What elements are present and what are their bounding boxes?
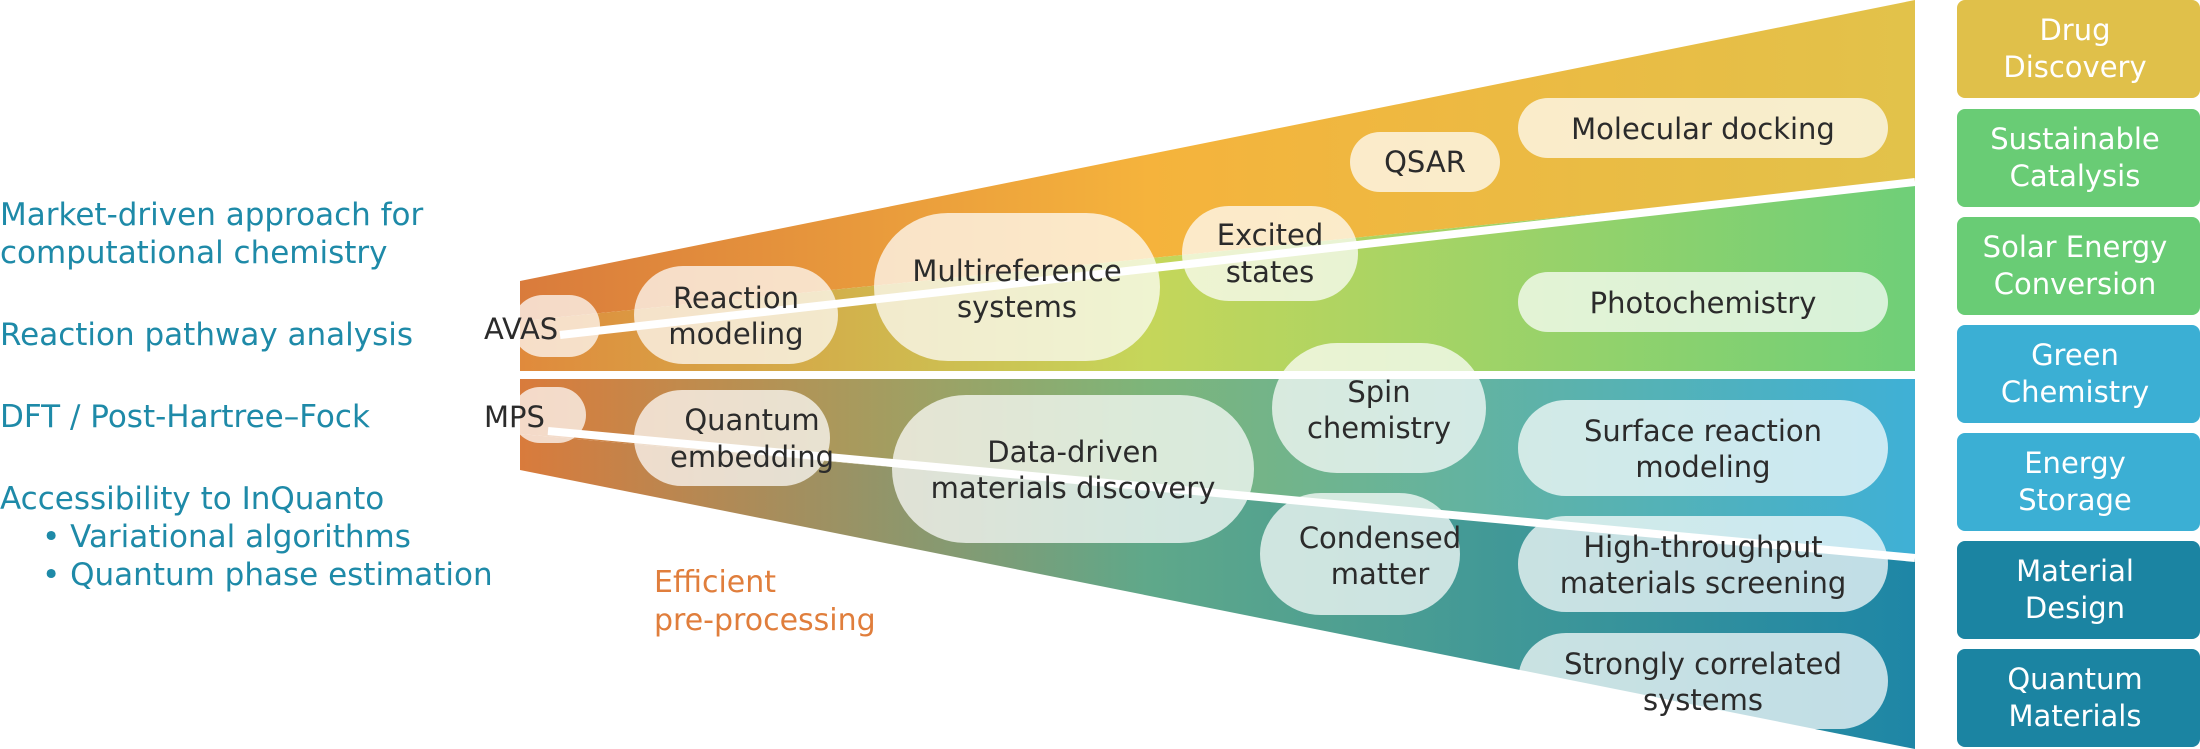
data-driven-pill bbox=[892, 395, 1254, 543]
reaction-modeling-label-1: Reaction bbox=[673, 281, 799, 315]
quantum-embedding-label-2: embedding bbox=[670, 440, 834, 474]
application-box-bg bbox=[1957, 109, 2200, 207]
high-throughput-label-2: materials screening bbox=[1560, 566, 1847, 600]
strongly-correlated-label-2: systems bbox=[1643, 683, 1763, 717]
application-box-solar-energy: Solar Energy Conversion bbox=[1957, 217, 2200, 315]
qpe-bullet: • Quantum phase estimation bbox=[42, 557, 493, 593]
excited-states-label-1: Excited bbox=[1217, 218, 1324, 252]
avas-pill bbox=[512, 295, 600, 357]
application-box-bg bbox=[1957, 433, 2200, 531]
quantum-embedding-label-1: Quantum bbox=[684, 403, 819, 437]
funnel-band-drug bbox=[520, 0, 1915, 321]
application-box-bg bbox=[1957, 649, 2200, 747]
application-box-line2: Catalysis bbox=[2010, 159, 2141, 193]
application-box-bg bbox=[1957, 217, 2200, 315]
qsar-pill bbox=[1350, 132, 1500, 192]
condensed-matter-label-2: matter bbox=[1331, 557, 1430, 591]
application-box-line1: Energy bbox=[2024, 446, 2126, 480]
reaction-modeling-label-2: modeling bbox=[668, 317, 803, 351]
qsar-label: QSAR bbox=[1384, 145, 1466, 179]
strongly-correlated-pill bbox=[1518, 633, 1888, 729]
strongly-correlated-label-1: Strongly correlated bbox=[1564, 647, 1842, 681]
condensed-matter-label-1: Condensed bbox=[1299, 521, 1461, 555]
application-box-sustainable-catalysis: Sustainable Catalysis bbox=[1957, 109, 2200, 207]
excited-states-label-2: states bbox=[1226, 255, 1315, 289]
dft-text: DFT / Post-Hartree–Fock bbox=[0, 399, 370, 435]
application-box-quantum-materials: Quantum Materials bbox=[1957, 649, 2200, 747]
application-box-line2: Materials bbox=[2009, 699, 2142, 733]
lower-connector-line bbox=[547, 427, 1916, 562]
application-box-line1: Drug bbox=[2039, 13, 2110, 47]
application-box-bg bbox=[1957, 325, 2200, 423]
surface-reaction-pill bbox=[1518, 400, 1888, 496]
application-box-line2: Chemistry bbox=[2001, 375, 2149, 409]
application-box-line2: Conversion bbox=[1994, 267, 2157, 301]
avas-label: AVAS bbox=[484, 312, 558, 346]
application-box-line1: Material bbox=[2016, 554, 2134, 588]
application-box-line2: Discovery bbox=[2003, 50, 2146, 84]
market-driven-line1: Market-driven approach for bbox=[0, 197, 424, 233]
application-box-line1: Quantum bbox=[2007, 662, 2142, 696]
mps-label: MPS bbox=[484, 400, 545, 434]
application-box-line1: Green bbox=[2031, 338, 2119, 372]
application-box-line2: Storage bbox=[2018, 483, 2131, 517]
application-box-drug-discovery: Drug Discovery bbox=[1957, 0, 2200, 98]
variational-bullet: • Variational algorithms bbox=[42, 519, 411, 555]
efficient-label-1: Efficient bbox=[654, 565, 776, 600]
data-driven-label-1: Data-driven bbox=[987, 435, 1158, 469]
reaction-pathway-text: Reaction pathway analysis bbox=[0, 317, 414, 353]
efficient-label-2: pre-processing bbox=[654, 603, 876, 638]
surface-reaction-label-1: Surface reaction bbox=[1584, 414, 1822, 448]
application-box-green-chemistry: Green Chemistry bbox=[1957, 325, 2200, 423]
application-box-bg bbox=[1957, 0, 2200, 98]
high-throughput-label-1: High-throughput bbox=[1583, 530, 1822, 564]
surface-reaction-label-2: modeling bbox=[1635, 450, 1770, 484]
molecular-docking-label: Molecular docking bbox=[1571, 112, 1835, 146]
data-driven-label-2: materials discovery bbox=[931, 471, 1216, 505]
upper-connector-line bbox=[559, 178, 1916, 339]
spin-chemistry-label-2: chemistry bbox=[1307, 411, 1451, 445]
market-driven-line2: computational chemistry bbox=[0, 235, 388, 271]
spin-chemistry-pill bbox=[1272, 343, 1486, 473]
condensed-matter-pill bbox=[1260, 493, 1460, 615]
application-box-energy-storage: Energy Storage bbox=[1957, 433, 2200, 531]
photochemistry-pill bbox=[1518, 272, 1888, 332]
application-box-line2: Design bbox=[2025, 591, 2125, 625]
multireference-label-1: Multireference bbox=[912, 254, 1121, 288]
high-throughput-pill bbox=[1518, 516, 1888, 612]
molecular-docking-pill bbox=[1518, 98, 1888, 158]
application-box-material-design: Material Design bbox=[1957, 541, 2200, 639]
spin-chemistry-label-1: Spin bbox=[1347, 375, 1410, 409]
application-box-line1: Sustainable bbox=[1990, 122, 2160, 156]
application-box-line1: Solar Energy bbox=[1983, 230, 2168, 264]
application-box-bg bbox=[1957, 541, 2200, 639]
accessibility-text: Accessibility to InQuanto bbox=[0, 481, 385, 517]
multireference-label-2: systems bbox=[957, 290, 1077, 324]
photochemistry-label: Photochemistry bbox=[1590, 286, 1817, 320]
quantum-embedding-pill bbox=[634, 390, 830, 486]
